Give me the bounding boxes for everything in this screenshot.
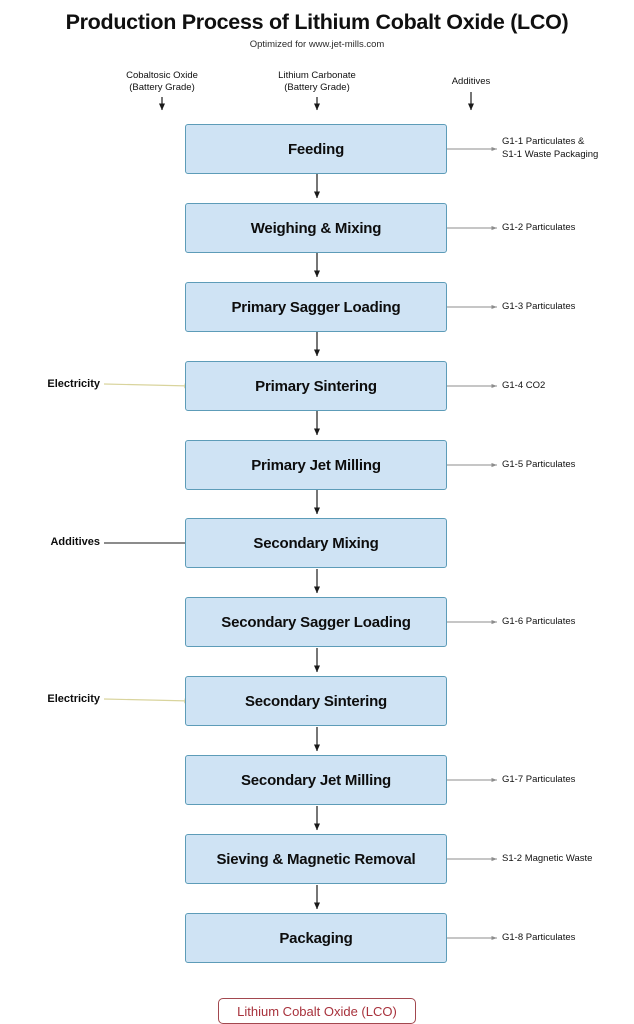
- emission-label-weighing-mixing: G1-2 Particulates: [502, 222, 576, 233]
- emission-label-primary-sintering: G1-4 CO2: [502, 380, 546, 391]
- feed-label-line2: (Battery Grade): [129, 82, 195, 93]
- feed-label-lithium-carbonate: Lithium Carbonate (Battery Grade): [247, 70, 387, 94]
- side-arrow-electricity-primary-sintering: [103, 383, 192, 389]
- side-arrow-electricity-secondary-sintering: [103, 698, 192, 704]
- process-box-sieving-magnetic-removal[interactable]: Sieving & Magnetic Removal: [185, 834, 447, 884]
- side-label-electricity-primary-sintering: Electricity: [47, 378, 100, 390]
- side-label-electricity-secondary-sintering: Electricity: [47, 693, 100, 705]
- emission-label-secondary-jet-milling: G1-7 Particulates: [502, 774, 576, 785]
- feed-label-line2: (Battery Grade): [284, 82, 350, 93]
- emission-label-secondary-sagger-loading: G1-6 Particulates: [502, 616, 576, 627]
- process-box-secondary-sintering[interactable]: Secondary Sintering: [185, 676, 447, 726]
- emission-label-line1: G1-1 Particulates &: [502, 136, 585, 147]
- side-label-additives-secondary-mixing: Additives: [50, 536, 100, 548]
- emission-label-sieving-magnetic-removal: S1-2 Magnetic Waste: [502, 853, 593, 864]
- page-title: Production Process of Lithium Cobalt Oxi…: [65, 10, 569, 34]
- emission-label-line2: S1-1 Waste Packaging: [502, 148, 599, 160]
- process-box-primary-jet-milling[interactable]: Primary Jet Milling: [185, 440, 447, 490]
- feed-label-additives: Additives: [411, 76, 531, 88]
- product-box-lithium-cobalt-oxide[interactable]: Lithium Cobalt Oxide (LCO): [218, 998, 416, 1024]
- feed-label-line1: Additives: [451, 76, 491, 87]
- process-box-primary-sagger-loading[interactable]: Primary Sagger Loading: [185, 282, 447, 332]
- emission-label-feeding: G1-1 Particulates & S1-1 Waste Packaging: [502, 136, 598, 161]
- feed-label-cobaltosic-oxide: Cobaltosic Oxide (Battery Grade): [92, 70, 232, 94]
- feed-label-line1: Cobaltosic Oxide: [126, 70, 198, 81]
- feed-label-line1: Lithium Carbonate: [278, 70, 356, 81]
- emission-label-primary-sagger-loading: G1-3 Particulates: [502, 301, 576, 312]
- process-box-weighing-mixing[interactable]: Weighing & Mixing: [185, 203, 447, 253]
- process-box-secondary-mixing[interactable]: Secondary Mixing: [185, 518, 447, 568]
- process-box-secondary-sagger-loading[interactable]: Secondary Sagger Loading: [185, 597, 447, 647]
- emission-label-primary-jet-milling: G1-5 Particulates: [502, 459, 576, 470]
- process-box-primary-sintering[interactable]: Primary Sintering: [185, 361, 447, 411]
- process-box-feeding[interactable]: Feeding: [185, 124, 447, 174]
- process-box-secondary-jet-milling[interactable]: Secondary Jet Milling: [185, 755, 447, 805]
- process-box-packaging[interactable]: Packaging: [185, 913, 447, 963]
- page-subtitle: Optimized for www.jet-mills.com: [249, 39, 385, 50]
- emission-label-packaging: G1-8 Particulates: [502, 932, 576, 943]
